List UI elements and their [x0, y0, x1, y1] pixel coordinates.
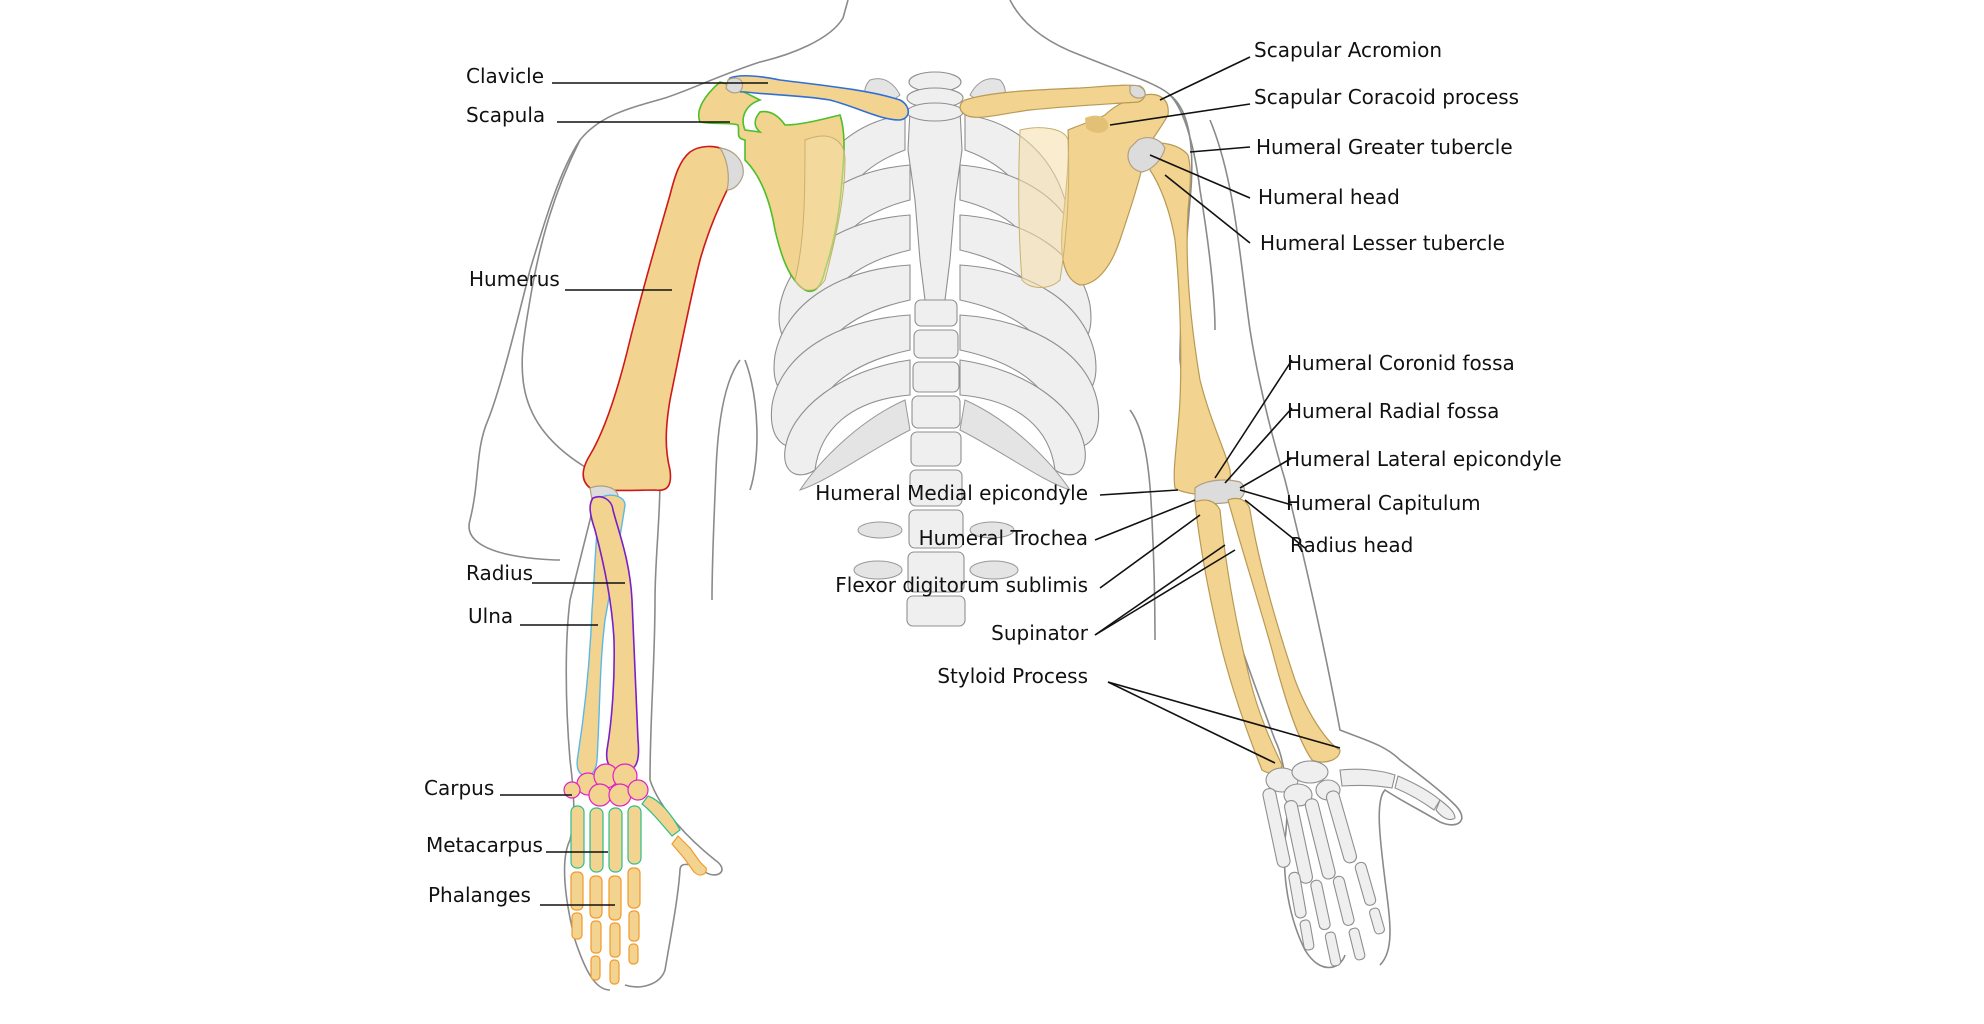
- label-humeral-lesser-tubercle: Humeral Lesser tubercle: [1260, 231, 1505, 255]
- humerus-right: [1147, 142, 1231, 496]
- right-labels: Scapular Acromion Scapular Coracoid proc…: [1254, 38, 1562, 557]
- scapula-right: [1060, 93, 1169, 286]
- coracoid-right: [1085, 115, 1109, 133]
- label-ulna: Ulna: [468, 604, 513, 628]
- left-arm-bones: [563, 75, 910, 985]
- label-scapula: Scapula: [466, 103, 545, 127]
- ulna-right: [1194, 499, 1283, 774]
- label-scapular-coracoid: Scapular Coracoid process: [1254, 85, 1519, 109]
- label-humeral-medial-epicondyle: Humeral Medial epicondyle: [815, 481, 1088, 505]
- clavicle-left: [727, 75, 910, 121]
- carpus-left: [563, 763, 649, 807]
- leader-lines: [500, 56, 1341, 906]
- metacarpus-left: [570, 795, 681, 873]
- neck-vertebrae: [864, 71, 1006, 122]
- label-radius-head: Radius head: [1290, 533, 1413, 557]
- label-clavicle: Clavicle: [466, 64, 544, 88]
- label-humeral-greater-tubercle: Humeral Greater tubercle: [1256, 135, 1513, 159]
- label-humeral-lateral-epicondyle: Humeral Lateral epicondyle: [1285, 447, 1562, 471]
- label-humeral-capitulum: Humeral Capitulum: [1286, 491, 1481, 515]
- label-humeral-coronid-fossa: Humeral Coronid fossa: [1287, 351, 1515, 375]
- clavicle-right: [959, 84, 1146, 118]
- radius-right: [1227, 497, 1341, 763]
- acromion-joint-right: [1129, 84, 1146, 99]
- rib-cage: [770, 71, 1100, 627]
- label-humerus: Humerus: [469, 267, 560, 291]
- label-styloid-process: Styloid Process: [937, 664, 1088, 688]
- left-labels: Clavicle Scapula Humerus Radius Ulna Car…: [424, 64, 560, 907]
- humeral-head-left: [718, 147, 744, 191]
- label-metacarpus: Metacarpus: [426, 833, 543, 857]
- label-carpus: Carpus: [424, 776, 494, 800]
- label-phalanges: Phalanges: [428, 883, 531, 907]
- clavicle-left-joint: [725, 77, 744, 94]
- label-radius: Radius: [466, 561, 533, 585]
- label-flexor-digitorum: Flexor digitorum sublimis: [835, 573, 1088, 597]
- scapula-right-overlap: [1018, 127, 1070, 288]
- center-labels: Humeral Medial epicondyle Humeral Troche…: [815, 481, 1089, 688]
- scapula-left-overlap: [794, 135, 846, 291]
- sternum: [907, 109, 963, 301]
- label-humeral-head: Humeral head: [1258, 185, 1400, 209]
- phalanges-left: [570, 835, 707, 985]
- label-supinator: Supinator: [991, 621, 1089, 645]
- humeral-head-right: [1127, 137, 1166, 173]
- label-scapular-acromion: Scapular Acromion: [1254, 38, 1442, 62]
- spine: [853, 299, 1019, 627]
- label-humeral-trochea: Humeral Trochea: [919, 526, 1088, 550]
- right-arm-bones: [959, 84, 1456, 967]
- hand-right: [1262, 760, 1456, 967]
- humerus-left: [582, 145, 734, 492]
- label-humeral-radial-fossa: Humeral Radial fossa: [1287, 399, 1499, 423]
